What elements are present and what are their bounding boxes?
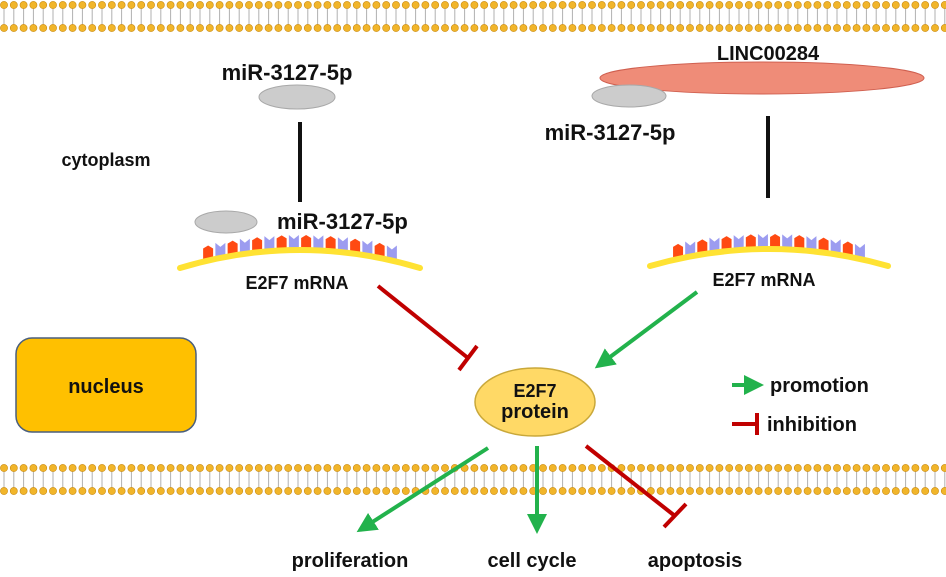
mirna-label-right: miR-3127-5p bbox=[545, 120, 676, 145]
promotion-arrow-proliferation bbox=[356, 446, 490, 533]
legend: promotion inhibition bbox=[732, 375, 869, 436]
inhibition-arrow-mrna-left bbox=[376, 284, 479, 372]
inhibition-arrow-apoptosis bbox=[584, 444, 688, 529]
mirna-bound-label: miR-3127-5p bbox=[277, 209, 408, 234]
output-apoptosis: apoptosis bbox=[648, 550, 742, 572]
membrane-top bbox=[0, 1, 946, 32]
membrane-bottom bbox=[0, 464, 946, 495]
mirna-left bbox=[258, 84, 336, 110]
mrna-left bbox=[177, 235, 423, 271]
cytoplasm-label: cytoplasm bbox=[61, 150, 150, 170]
mrna-label-left: E2F7 mRNA bbox=[245, 273, 348, 293]
legend-promotion-label: promotion bbox=[770, 375, 869, 397]
e2f7-protein bbox=[474, 367, 596, 437]
mirna-bound bbox=[194, 210, 258, 234]
nucleus-label: nucleus bbox=[68, 376, 144, 398]
mrna-right bbox=[647, 234, 891, 269]
legend-inhibition-icon bbox=[732, 413, 759, 435]
mirna-right bbox=[591, 84, 667, 108]
legend-inhibition-label: inhibition bbox=[767, 414, 857, 436]
output-cellcycle: cell cycle bbox=[488, 550, 577, 572]
mrna-label-right: E2F7 mRNA bbox=[712, 270, 815, 290]
output-proliferation: proliferation bbox=[292, 550, 409, 572]
promotion-arrow-mrna-right bbox=[594, 290, 699, 369]
protein-label-line1: E2F7 bbox=[513, 381, 556, 401]
protein-label-line2: protein bbox=[501, 401, 569, 423]
mirna-label-left: miR-3127-5p bbox=[222, 60, 353, 85]
nucleus-box bbox=[15, 337, 197, 433]
linc-rna bbox=[599, 61, 925, 95]
linc-label: LINC00284 bbox=[717, 43, 820, 65]
